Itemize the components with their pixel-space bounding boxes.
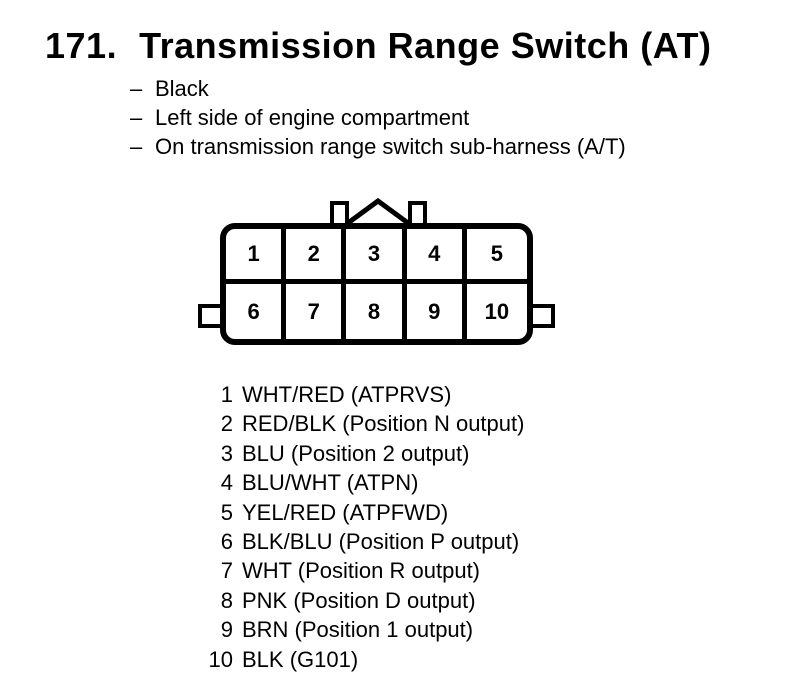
connector-pin-cell-2: 2: [286, 229, 347, 284]
pin-label: RED/BLK (Position N output): [242, 411, 525, 437]
note-color: – Black: [130, 74, 626, 103]
figure-title: Transmission Range Switch (AT): [139, 25, 712, 66]
pin-label: BLU/WHT (ATPN): [242, 470, 419, 496]
connector-pin-cell-7: 7: [286, 284, 347, 339]
note-location: – Left side of engine compartment: [130, 103, 626, 132]
pin-number: 4: [220, 470, 233, 496]
pin-label: BLK (G101): [242, 646, 359, 672]
page-title: 171. Transmission Range Switch (AT): [45, 25, 712, 67]
connector-top-tab-right: [408, 201, 427, 225]
pin-label: YEL/RED (ATPFWD): [242, 499, 449, 525]
pin-number: 6: [220, 529, 233, 555]
connector-keying-chevron-icon: [346, 197, 410, 226]
pin-label: PNK (Position D output): [242, 587, 476, 613]
pin-row-2: 2 RED/BLK (Position N output): [197, 409, 525, 438]
pin-row-5: 5 YEL/RED (ATPFWD): [197, 498, 524, 527]
pin-row-7: 7 WHT (Position R output): [197, 556, 524, 585]
note-text: Left side of engine compartment: [155, 105, 470, 130]
connector-pin-cell-10: 10: [484, 298, 510, 324]
pin-label: WHT (Position R output): [242, 558, 481, 584]
pin-row-1: 1 WHT/RED (ATPRVS): [197, 380, 524, 409]
dash-bullet: –: [130, 76, 143, 101]
pin-row-9: 9 BRN (Position 1 output): [197, 615, 524, 644]
note-harness: – On transmission range switch sub-harne…: [130, 132, 626, 161]
connector-pin-cell-6: 6: [226, 284, 287, 339]
connector-pin-cell-1: 1: [226, 229, 287, 284]
note-text: On transmission range switch sub-harness…: [155, 134, 626, 159]
connector-pin-cell-5: 5: [466, 229, 527, 284]
dash-bullet: –: [130, 134, 143, 159]
pin-row-3: 3 BLU (Position 2 output): [197, 439, 524, 468]
connector-top-tab-left: [330, 201, 349, 225]
connector-pin-cell-9: 9: [407, 284, 467, 339]
pin-number: 5: [220, 499, 233, 525]
pin-number: 10: [208, 646, 233, 672]
pin-number: 3: [220, 440, 233, 466]
dash-bullet: –: [130, 105, 143, 130]
connector-notes: – Black – Left side of engine compartmen…: [130, 74, 626, 161]
connector-pin-cell-8: 8: [346, 284, 407, 339]
pin-row-6: 6 BLK/BLU (Position P output): [197, 527, 524, 556]
connector-pin-cell-4: 4: [406, 229, 467, 284]
connector-side-tab-left: [198, 304, 222, 328]
pin-row-10: 10 BLK (G101): [197, 645, 524, 674]
pin-label: BRN (Position 1 output): [242, 617, 474, 643]
pin-number: 8: [220, 587, 233, 613]
pin-label: BLU (Position 2 output): [242, 440, 470, 466]
pin-number: 7: [220, 558, 233, 584]
pin-number: 1: [220, 382, 233, 407]
pin-label: WHT/RED (ATPRVS): [242, 382, 452, 407]
pin-number: 9: [220, 617, 233, 643]
pin-list: 1 WHT/RED (ATPRVS) 2 RED/BLK (Position N…: [197, 380, 525, 674]
connector-body: 1 2 3 4 5 6 7 8 9 10: [220, 223, 533, 345]
connector-pin-cell-3: 3: [346, 229, 407, 284]
note-text: Black: [155, 76, 209, 101]
connector-side-tab-right: [531, 304, 555, 328]
pin-row-4: 4 BLU/WHT (ATPN): [197, 468, 524, 497]
figure-number: 171.: [45, 25, 118, 66]
pin-label: BLK/BLU (Position P output): [242, 529, 520, 555]
pin-number: 2: [220, 411, 233, 437]
pin-row-8: 8 PNK (Position D output): [197, 586, 524, 615]
